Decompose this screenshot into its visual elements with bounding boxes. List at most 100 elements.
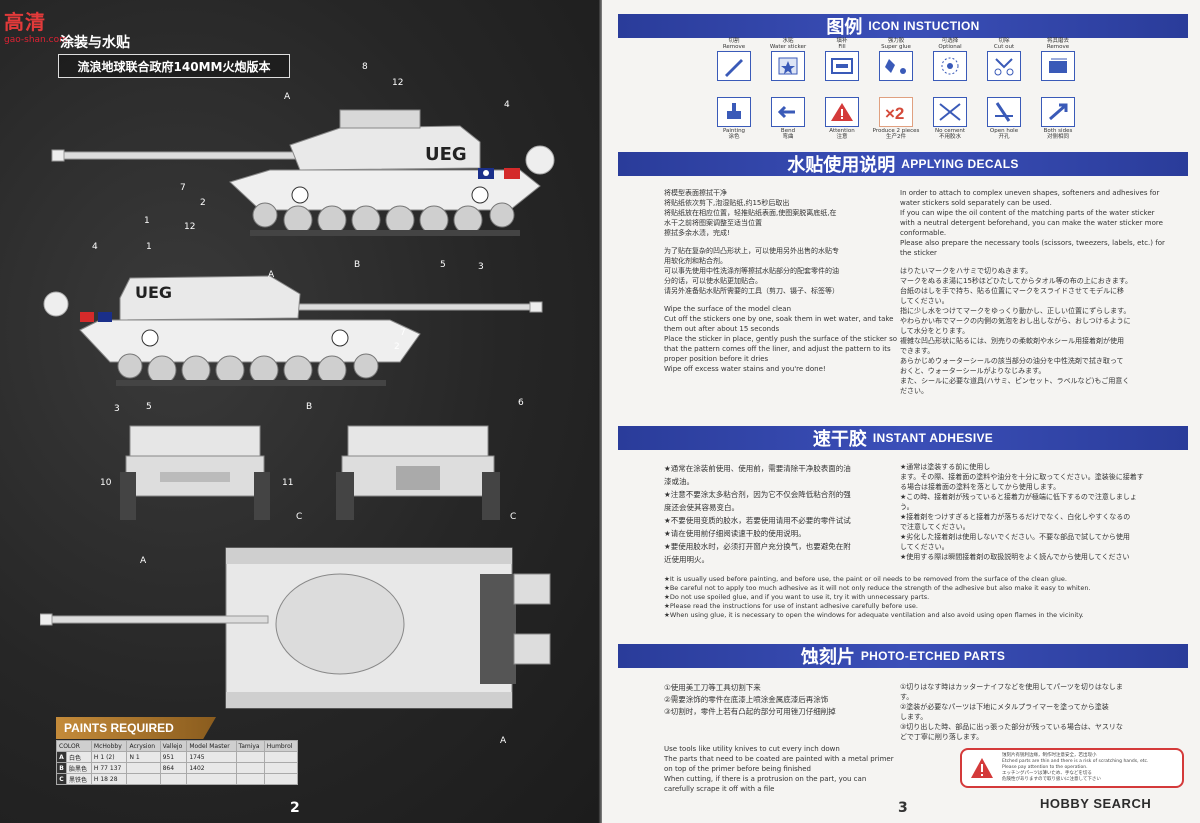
adhesive-jp-line: う。 <box>900 503 914 511</box>
legend-both-sides: Both sides 对侧相同 <box>1034 96 1082 140</box>
caution-line: Please pay attention to the operation. <box>1002 765 1088 770</box>
pe-jp-line: します。 <box>900 713 928 721</box>
decals-en-line: Cut off the stickers one by one, soak th… <box>664 315 894 323</box>
adhesive-cn-line: ★要使用胶水时，必须打开窗户充分换气，也要避免在附 <box>664 542 851 551</box>
pe-section-en: PHOTO-ETCHED PARTS <box>860 649 1006 663</box>
callout-8: 8 <box>362 62 368 72</box>
legend-label-en: Remove <box>722 44 746 50</box>
watermark-big: 高清 <box>4 10 46 34</box>
decals-jp-line: はりたいマークをハサミで切りぬきます。 <box>900 267 1033 275</box>
row-tamiya <box>235 751 265 763</box>
decals-section-header: 水贴使用说明 APPLYING DECALS <box>618 152 1188 176</box>
callout-v2-4: 4 <box>92 242 98 252</box>
pe-en-line: When cutting, if there is a protrusion o… <box>664 775 867 783</box>
adhesive-section-zh: 速干胶 <box>812 429 867 450</box>
legend-label-zh: 切割 <box>728 38 740 44</box>
decals-en-right-line: conformable. <box>900 229 947 237</box>
icon-section-header: 图例 ICON INSTUCTION <box>618 14 1188 38</box>
adhesive-jp-line: ★使用する際は瞬間接着剤の取扱説明をよく読んでから使用してください <box>900 553 1130 561</box>
row-model-master: 1745 <box>186 751 237 763</box>
adhesive-en-line: ★Do not use spoiled glue, and if you wan… <box>664 593 930 601</box>
col-color: COLOR <box>56 740 92 752</box>
decals-cn-steps: 将模型表面擦拭干净 将贴纸依次剪下,泡湿贴纸,约15秒后取出 将贴纸放在相应位置… <box>664 188 898 374</box>
callout-v2-B: B <box>306 402 313 412</box>
legend-label-zh: 强力胶 <box>887 38 905 44</box>
decals-cn-line: 将贴纸依次剪下,泡湿贴纸,约15秒后取出 <box>664 199 790 207</box>
legend-label-en: Produce 2 pieces <box>872 128 920 134</box>
legend-label-en: Remove <box>1046 44 1070 50</box>
row-humbrol <box>263 773 299 785</box>
decals-jp-line: マークをぬるま湯に15秒ほどひたしてからタオル等の布の上におきます。 <box>900 277 1132 285</box>
warning-icon <box>825 97 859 127</box>
decals-en-right-line: Please also prepare the necessary tools … <box>900 239 1165 247</box>
pe-cn-line: ③切割时，零件上若有凸起的部分可用锉刀仔细削掉 <box>664 707 836 716</box>
decals-cn-line: 分的话，可以使水贴更加贴合。 <box>664 277 762 285</box>
legend-label-en: Super glue <box>881 44 911 50</box>
right-page: 图例 ICON INSTUCTION 切割 Remove 水贴 Water st… <box>602 0 1200 823</box>
decals-cn-line: 为了贴在复杂的凹凸形状上，可以使用另外出售的水贴专 <box>664 247 839 255</box>
version-label: 流浪地球联合政府140MM火炮版本 <box>58 54 290 78</box>
nippers-icon <box>987 51 1021 81</box>
row-color: 胎黑色 <box>66 762 92 774</box>
hobby-search-logo: HOBBY SEARCH <box>1040 796 1152 811</box>
paints-table: COLOR McHobby Acrysion Vallejo Model Mas… <box>56 740 299 785</box>
decals-en-line: Place the sticker in place, gently push … <box>664 335 898 343</box>
row-mchobby: H 77 137 <box>90 762 128 774</box>
legend-label-en: Cut out <box>993 44 1015 50</box>
legend-water-sticker: 水贴 Water sticker <box>764 38 812 82</box>
adhesive-jp-line: ★通常は塗装する前に使用し <box>900 463 991 471</box>
callout-A: A <box>284 92 291 102</box>
adhesive-jp-line: る場合は接着面の塗料を落としてから使用します。 <box>900 483 1061 491</box>
decals-en-line: Wipe off excess water stains and you're … <box>664 365 826 373</box>
callout-2: 2 <box>200 198 206 208</box>
legend-label-en: Bend <box>780 128 796 134</box>
col-humbrol: Humbrol <box>263 740 299 752</box>
page-title: 涂装与水贴 <box>60 35 130 51</box>
pe-section-zh: 蚀刻片 <box>800 647 855 668</box>
col-tamiya: Tamiya <box>235 740 265 752</box>
legend-optional: 可选择 Optional <box>926 38 974 82</box>
icon-section-zh: 图例 <box>826 17 863 38</box>
paints-required-title: PAINTS REQUIRED <box>56 717 216 739</box>
legend-bend: Bend 弯曲 <box>764 96 812 140</box>
callout-v2-A: A <box>268 270 275 280</box>
adhesive-en-line: ★When using glue, it is necessary to ope… <box>664 611 1084 619</box>
pe-jp-line: どで丁寧に削り落します。 <box>900 733 984 741</box>
callout-1: 1 <box>144 216 150 226</box>
decals-jp-line: やわらかい布でマークの内側の気泡をおし出しながら、おしつけるように <box>900 317 1131 325</box>
table-row: C 黑铁色 H 18 28 <box>56 773 299 785</box>
decals-cn-line: 将模型表面擦拭干净 <box>664 189 727 197</box>
icon-legend: 切割 Remove 水贴 Water sticker 填补 Fill 强力胶 S… <box>710 38 1110 148</box>
callout-v2-5: 5 <box>146 402 152 412</box>
col-model-master: Model Master <box>186 740 237 752</box>
legend-label-en: Water sticker <box>769 44 807 50</box>
col-mchobby: McHobby <box>90 740 128 752</box>
row-mchobby: H 1 (2) <box>90 751 128 763</box>
row-color: 白色 <box>66 751 92 763</box>
legend-painting: Painting 涂色 <box>710 96 758 140</box>
tank-front-view <box>120 425 270 520</box>
row-vallejo <box>159 773 188 785</box>
callout-v3-C2: C <box>510 512 517 522</box>
legend-remove: 切割 Remove <box>710 38 758 82</box>
legend-open-hole: Open hole 开孔 <box>980 96 1028 140</box>
adhesive-jp-line: ★この時、接着剤が残っていると接着力が極端に低下するので注意しましょ <box>900 493 1137 501</box>
pe-en-line: Use tools like utility knives to cut eve… <box>664 745 840 753</box>
adhesive-cn-line: 近使用明火。 <box>664 555 709 564</box>
pe-en-steps: Use tools like utility knives to cut eve… <box>664 744 954 794</box>
decals-jp-line: おくと、ウォーターシールがよりなじみます。 <box>900 367 1046 375</box>
adhesive-cn-line: 漆或油。 <box>664 477 694 486</box>
callout-v3-11: 11 <box>282 478 294 488</box>
warning-icon <box>971 758 993 778</box>
decals-jp-line: また、シールに必要な道具(ハサミ、ピンセット、ラベルなど)もご用意く <box>900 377 1130 385</box>
bend-arrow-icon <box>771 97 805 127</box>
legend-label-zh: 弯曲 <box>782 134 794 140</box>
row-acrysion <box>126 773 161 785</box>
adhesive-cn-line: ★不要使用变质的胶水，若要使用请用不必要的零件试试 <box>664 516 851 525</box>
callout-5: 5 <box>440 260 446 270</box>
decals-en-line: proper position before it dries <box>664 355 769 363</box>
legend-super-glue: 强力胶 Super glue <box>872 38 920 82</box>
left-page: 高清 gao-shan.com 涂装与水贴 流浪地球联合政府140MM火炮版本 … <box>0 0 598 823</box>
legend-label-zh: 切除 <box>998 38 1010 44</box>
pe-jp-line: ①切りはなす時はカッターナイフなどを使用してパーツを切りはなしま <box>900 683 1123 691</box>
